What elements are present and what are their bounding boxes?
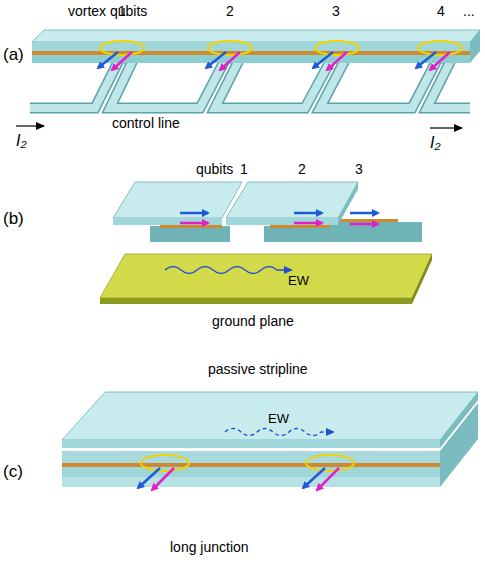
electromagnetic-wave [225, 429, 333, 436]
callout-number: 2 [298, 162, 306, 177]
spin-arrows-b [180, 213, 378, 224]
electromagnetic-wave [165, 267, 291, 274]
part-label: ground plane [212, 314, 294, 329]
control-line-edge [30, 58, 470, 108]
ground-plane [100, 254, 432, 298]
callout-number: 3 [355, 162, 363, 177]
current-arrow [430, 127, 462, 128]
part-label: control line [112, 116, 180, 131]
callout-number: 2 [226, 4, 234, 19]
top-plate [226, 182, 358, 218]
control-line [30, 58, 470, 108]
junction-side [440, 403, 478, 487]
spin-arrow [152, 468, 174, 490]
junction-upper-layer [62, 451, 440, 463]
spin-arrow [206, 52, 226, 68]
stripline-top-face [62, 392, 478, 440]
spin-arrow [112, 52, 132, 70]
callout-number: 1 [118, 4, 126, 19]
bar-top-face [32, 30, 480, 42]
lower-electrode [264, 226, 330, 242]
spin-arrow [313, 52, 333, 68]
wave-label: EW [268, 412, 289, 426]
lower-electrode [330, 222, 422, 242]
panel-label: (a) [3, 46, 24, 65]
bar-side-face [470, 30, 480, 63]
spin-arrow [327, 52, 347, 70]
caption-label: vortex qubits [68, 4, 147, 19]
panel-label: (c) [3, 463, 23, 482]
spin-arrow [180, 222, 208, 225]
vortex-set-a [98, 41, 462, 70]
lower-electrode [150, 226, 230, 242]
ground-plane-edge [100, 298, 412, 304]
wave-label: EW [288, 274, 309, 288]
top-plate-side [338, 182, 358, 225]
junction-lower-layer [62, 467, 440, 477]
bar-junction-layer [32, 51, 470, 55]
current-label: I₂ [16, 132, 27, 150]
junction-barrier [338, 219, 398, 222]
vortex-loop [306, 455, 354, 471]
junction-barrier [270, 225, 330, 228]
caption-label: qubits [196, 162, 233, 177]
current-label: I₂ [430, 134, 441, 152]
spin-arrow [416, 52, 436, 68]
callout-number: 4 [437, 4, 445, 19]
spin-arrow [98, 52, 118, 68]
vortex-loop [141, 455, 189, 471]
vortex-loop [418, 41, 462, 55]
top-plate-front [226, 218, 338, 225]
spin-arrow [430, 52, 450, 70]
part-label: passive stripline [208, 362, 308, 377]
top-plate-front [113, 218, 222, 225]
spin-arrow [180, 212, 208, 215]
spin-arrow [220, 52, 240, 70]
spin-arrow [350, 223, 378, 226]
spin-arrow [350, 212, 378, 215]
vortex-set-c [138, 455, 354, 490]
part-label: long junction [170, 540, 249, 555]
current-arrow [16, 125, 44, 126]
spin-arrow [317, 468, 339, 490]
top-plate [113, 182, 242, 218]
vortex-loop [208, 41, 252, 55]
panel-label: (b) [3, 210, 24, 229]
vortex-loop [315, 41, 359, 55]
callout-number: 3 [332, 4, 340, 19]
spin-arrow [294, 212, 322, 215]
junction-barrier [62, 463, 440, 467]
ellipsis-label: ... [463, 4, 475, 19]
callout-number: 1 [240, 162, 248, 177]
spin-arrow [294, 222, 322, 225]
junction-base-layer [62, 477, 440, 487]
vortex-loop [100, 41, 144, 55]
stripline-front [62, 440, 440, 448]
junction-barrier [160, 225, 222, 228]
bar-lower-layer [32, 55, 470, 63]
ground-plane-side [412, 254, 432, 304]
